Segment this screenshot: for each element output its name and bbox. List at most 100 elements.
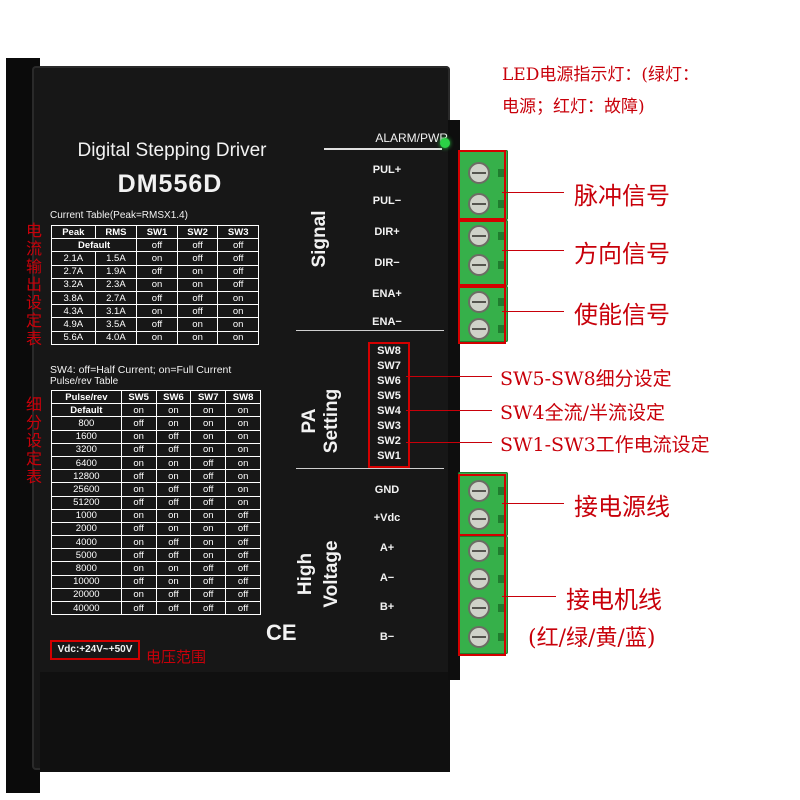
table-cell: off bbox=[225, 600, 261, 616]
terminal-label-b-plus: B+ bbox=[379, 601, 395, 613]
screw-icon[interactable] bbox=[468, 318, 490, 340]
table-cell: off bbox=[176, 251, 219, 266]
alarm-pwr-label: ALARM/PWR bbox=[375, 131, 448, 145]
table-cell: 10000 bbox=[51, 574, 122, 589]
voltage-range-annotation: 电压范围 bbox=[146, 648, 207, 666]
table-cell: 4.9A bbox=[51, 317, 96, 332]
table-cell: off bbox=[155, 535, 192, 550]
screw-icon[interactable] bbox=[468, 540, 490, 562]
table-header-cell: Peak bbox=[51, 224, 96, 240]
table-cell: off bbox=[155, 600, 192, 616]
wire-slot bbox=[498, 325, 504, 333]
table-cell: on bbox=[225, 495, 261, 510]
table-cell: 8000 bbox=[51, 561, 122, 576]
switch-label-sw2: SW2 bbox=[377, 435, 401, 447]
table-cell: off bbox=[176, 290, 219, 306]
dip-switch-box[interactable] bbox=[368, 342, 410, 468]
table-cell: 4.3A bbox=[51, 304, 96, 319]
table-cell: on bbox=[225, 429, 261, 444]
terminal-label-ena-minus: ENA− bbox=[372, 316, 402, 328]
switch-label-sw1: SW1 bbox=[377, 450, 401, 462]
table-cell: off bbox=[155, 482, 192, 497]
table-header-cell: SW3 bbox=[217, 224, 259, 240]
screw-icon[interactable] bbox=[468, 626, 490, 648]
terminal-label-pul-minus: PUL− bbox=[372, 195, 402, 207]
sw4-pointer-line bbox=[406, 410, 492, 411]
motor-pointer-line bbox=[502, 596, 556, 597]
table-cell: on bbox=[155, 416, 192, 431]
table-cell: on bbox=[155, 508, 192, 523]
table-cell: 12800 bbox=[51, 469, 122, 484]
terminal-label-a-minus: A− bbox=[379, 572, 395, 584]
product-title: Digital Stepping Driver bbox=[77, 140, 267, 161]
table-cell: on bbox=[225, 455, 261, 471]
table-cell: on bbox=[120, 455, 157, 471]
table-cell: on bbox=[120, 508, 157, 523]
table-cell: 1.9A bbox=[94, 264, 138, 279]
table-cell: on bbox=[120, 403, 157, 418]
screw-icon[interactable] bbox=[468, 225, 490, 247]
driver-right-edge bbox=[448, 120, 460, 680]
table-cell: off bbox=[190, 469, 227, 484]
table-cell: off bbox=[120, 548, 157, 563]
table-header-cell: SW8 bbox=[225, 389, 261, 405]
direction-signal-annotation: 方向信号 bbox=[574, 240, 670, 268]
model-name: DM556D bbox=[117, 170, 223, 198]
signal-section-label: Signal bbox=[309, 210, 330, 268]
setting-label-pa: PA bbox=[299, 408, 320, 434]
switch-label-sw3: SW3 bbox=[377, 420, 401, 432]
wire-slot bbox=[498, 547, 504, 555]
switch-label-sw5: SW5 bbox=[377, 390, 401, 402]
pulse-pointer-line bbox=[502, 192, 564, 193]
table-cell: on bbox=[176, 277, 219, 292]
table-cell: on bbox=[176, 330, 219, 345]
screw-icon[interactable] bbox=[468, 162, 490, 184]
screw-icon[interactable] bbox=[468, 508, 490, 530]
ce-mark: CE bbox=[266, 620, 297, 645]
current-table-caption: Current Table(Peak=RMSX1.4) bbox=[50, 210, 188, 221]
screw-icon[interactable] bbox=[468, 480, 490, 502]
table-cell: on bbox=[225, 482, 261, 497]
table-cell: off bbox=[190, 561, 227, 576]
table-cell: Default bbox=[51, 403, 122, 418]
screw-icon[interactable] bbox=[468, 193, 490, 215]
table-cell: off bbox=[155, 429, 192, 444]
screw-icon[interactable] bbox=[468, 597, 490, 619]
table-cell: off bbox=[225, 574, 261, 589]
table-cell: off bbox=[225, 535, 261, 550]
table-header-cell: SW2 bbox=[176, 224, 219, 240]
led-annotation-line1: LED电源指示灯：(绿灯： bbox=[502, 65, 699, 85]
table-cell: on bbox=[225, 416, 261, 431]
voltage-range-text: Vdc:+24V~+50V bbox=[57, 644, 133, 655]
table-cell: on bbox=[136, 277, 178, 292]
pulse-table-caption: Pulse/rev Table bbox=[50, 376, 119, 387]
direction-pointer-line bbox=[502, 250, 564, 251]
table-cell: off bbox=[190, 482, 227, 497]
screw-icon[interactable] bbox=[468, 291, 490, 313]
table-cell: 2.7A bbox=[51, 264, 96, 279]
table-cell: 3200 bbox=[51, 442, 122, 457]
table-cell: off bbox=[225, 521, 261, 537]
table-cell: on bbox=[120, 535, 157, 550]
table-cell: on bbox=[155, 561, 192, 576]
enable-highlight-box bbox=[458, 286, 506, 344]
table-cell: off bbox=[120, 469, 157, 484]
screw-icon[interactable] bbox=[468, 568, 490, 590]
terminal-label-a-plus: A+ bbox=[379, 542, 395, 554]
table-header-cell: RMS bbox=[94, 224, 138, 240]
table-cell: 3.2A bbox=[51, 277, 96, 292]
table-cell: 5.6A bbox=[51, 330, 96, 345]
table-cell: off bbox=[225, 548, 261, 563]
table-cell: 1000 bbox=[51, 508, 122, 523]
screw-icon[interactable] bbox=[468, 254, 490, 276]
table-cell: on bbox=[190, 521, 227, 537]
table-cell: off bbox=[120, 600, 157, 616]
table-cell: 2000 bbox=[51, 521, 122, 537]
